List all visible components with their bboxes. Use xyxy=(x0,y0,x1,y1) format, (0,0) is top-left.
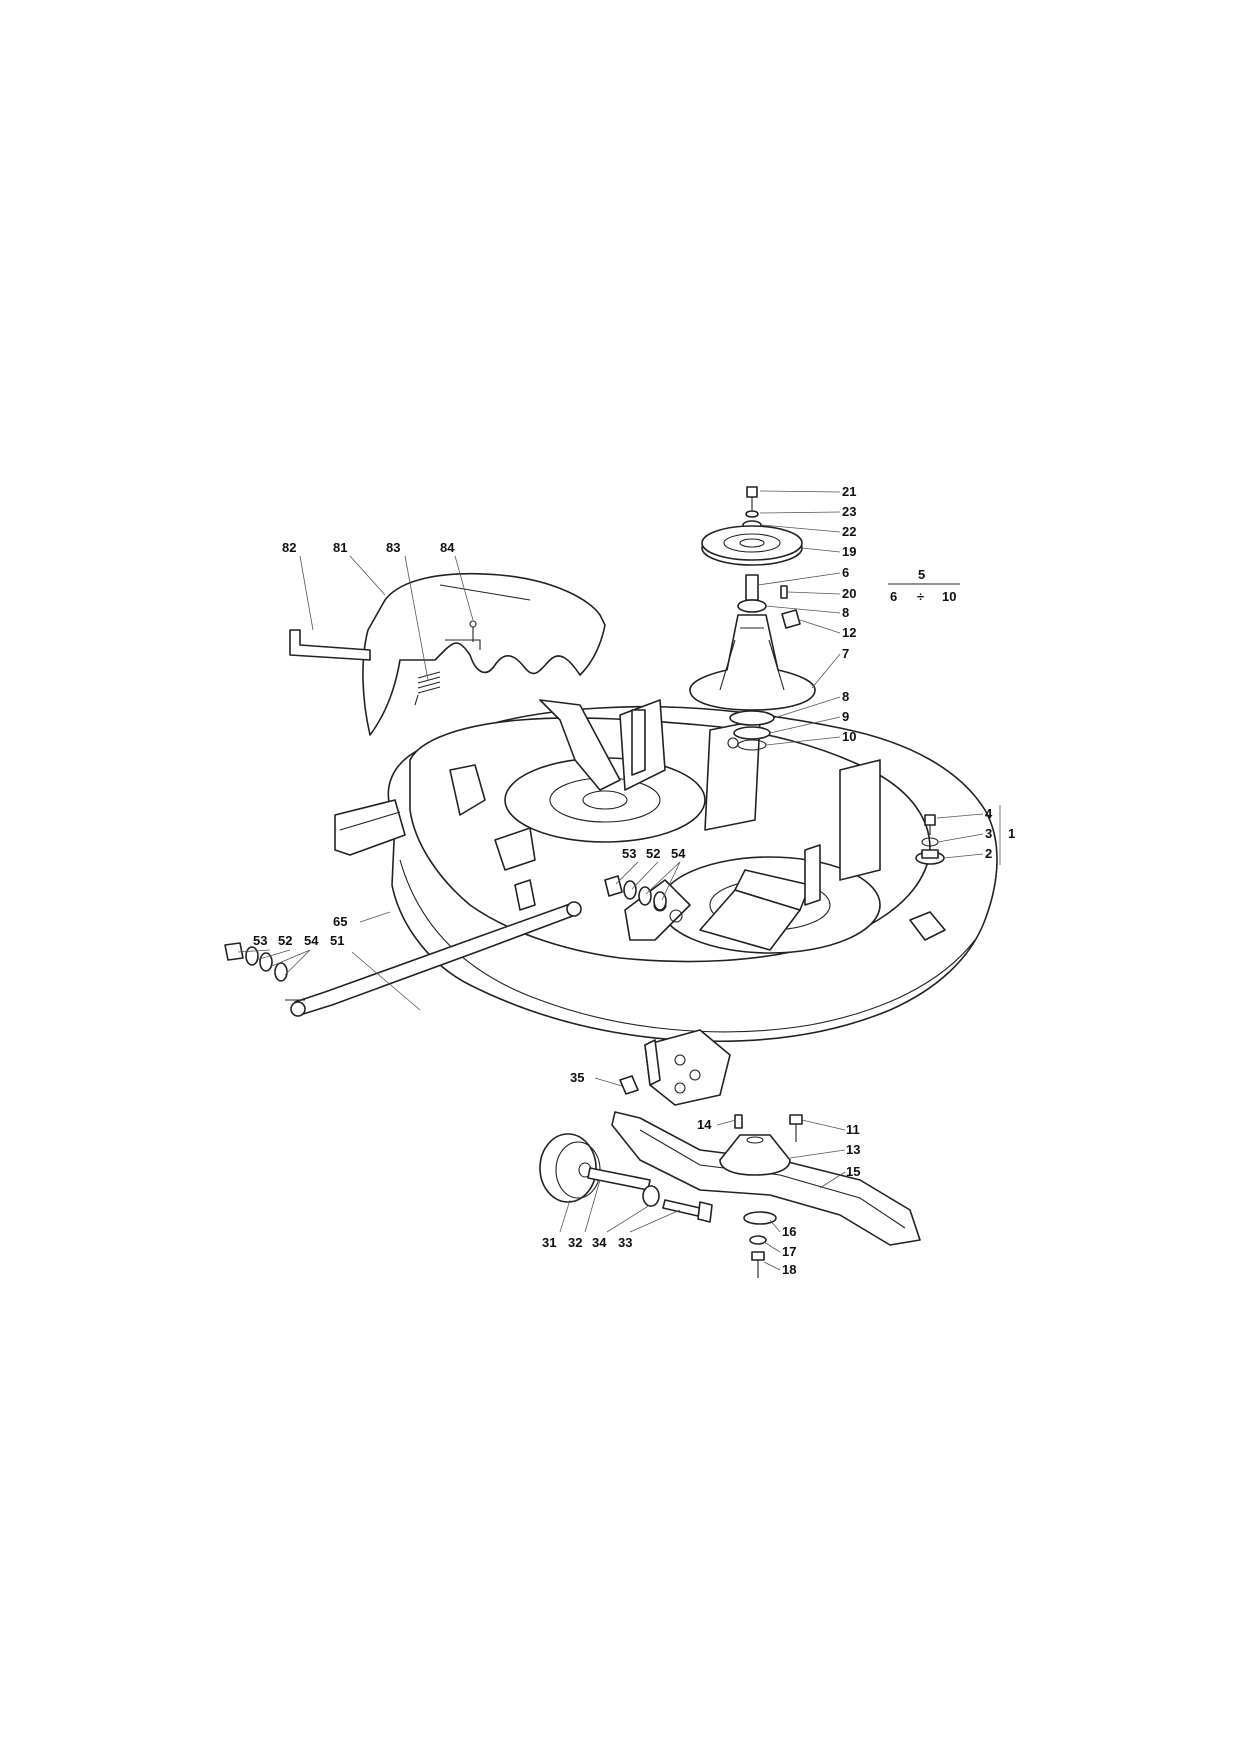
nut xyxy=(619,1075,639,1095)
label-11: 11 xyxy=(846,1122,860,1137)
label-2: 2 xyxy=(985,846,992,861)
label-53-left: 53 xyxy=(253,933,267,948)
label-21: 21 xyxy=(842,484,856,499)
label-84: 84 xyxy=(440,540,455,555)
label-53-right: 53 xyxy=(622,846,636,861)
label-12: 12 xyxy=(842,625,856,640)
label-5: 5 xyxy=(918,567,925,582)
link-hardware-left xyxy=(224,942,288,982)
anti-scalp-wheel xyxy=(539,1133,713,1223)
label-54-left: 54 xyxy=(304,933,319,948)
label-6-range: 6 xyxy=(890,589,897,604)
label-7: 7 xyxy=(842,646,849,661)
label-15: 15 xyxy=(846,1164,860,1179)
label-6: 6 xyxy=(842,565,849,580)
blade-assembly xyxy=(611,1111,921,1278)
label-18: 18 xyxy=(782,1262,796,1277)
label-31: 31 xyxy=(542,1235,556,1250)
label-3: 3 xyxy=(985,826,992,841)
label-65: 65 xyxy=(333,914,347,929)
label-20: 20 xyxy=(842,586,856,601)
label-13: 13 xyxy=(846,1142,860,1157)
label-14: 14 xyxy=(697,1117,712,1132)
label-34: 34 xyxy=(592,1235,607,1250)
label-33: 33 xyxy=(618,1235,632,1250)
label-9: 9 xyxy=(842,709,849,724)
label-divide: ÷ xyxy=(917,589,924,604)
label-10: 10 xyxy=(842,729,856,744)
label-83: 83 xyxy=(386,540,400,555)
label-51: 51 xyxy=(330,933,344,948)
label-16: 16 xyxy=(782,1224,796,1239)
label-81: 81 xyxy=(333,540,347,555)
label-82: 82 xyxy=(282,540,296,555)
label-52-left: 52 xyxy=(278,933,292,948)
link-arm xyxy=(285,901,582,1017)
spring xyxy=(414,671,441,706)
label-35: 35 xyxy=(570,1070,584,1085)
link-hardware-right xyxy=(604,875,667,911)
label-52-right: 52 xyxy=(646,846,660,861)
pin xyxy=(469,620,477,642)
label-17: 17 xyxy=(782,1244,796,1259)
spindle-assembly xyxy=(689,486,816,751)
label-32: 32 xyxy=(568,1235,582,1250)
label-10-range: 10 xyxy=(942,589,956,604)
part-labels: 21 23 22 19 6 20 8 12 7 8 9 10 5 6 ÷ 10 … xyxy=(253,484,1015,1277)
label-8-top: 8 xyxy=(842,605,849,620)
label-54-right: 54 xyxy=(671,846,686,861)
label-8-bottom: 8 xyxy=(842,689,849,704)
label-23: 23 xyxy=(842,504,856,519)
label-1: 1 xyxy=(1008,826,1015,841)
label-22: 22 xyxy=(842,524,856,539)
leader-lines xyxy=(237,490,1001,1271)
discharge-deflector xyxy=(289,572,606,736)
label-19: 19 xyxy=(842,544,856,559)
label-4: 4 xyxy=(985,806,993,821)
cutting-deck xyxy=(334,699,998,1106)
